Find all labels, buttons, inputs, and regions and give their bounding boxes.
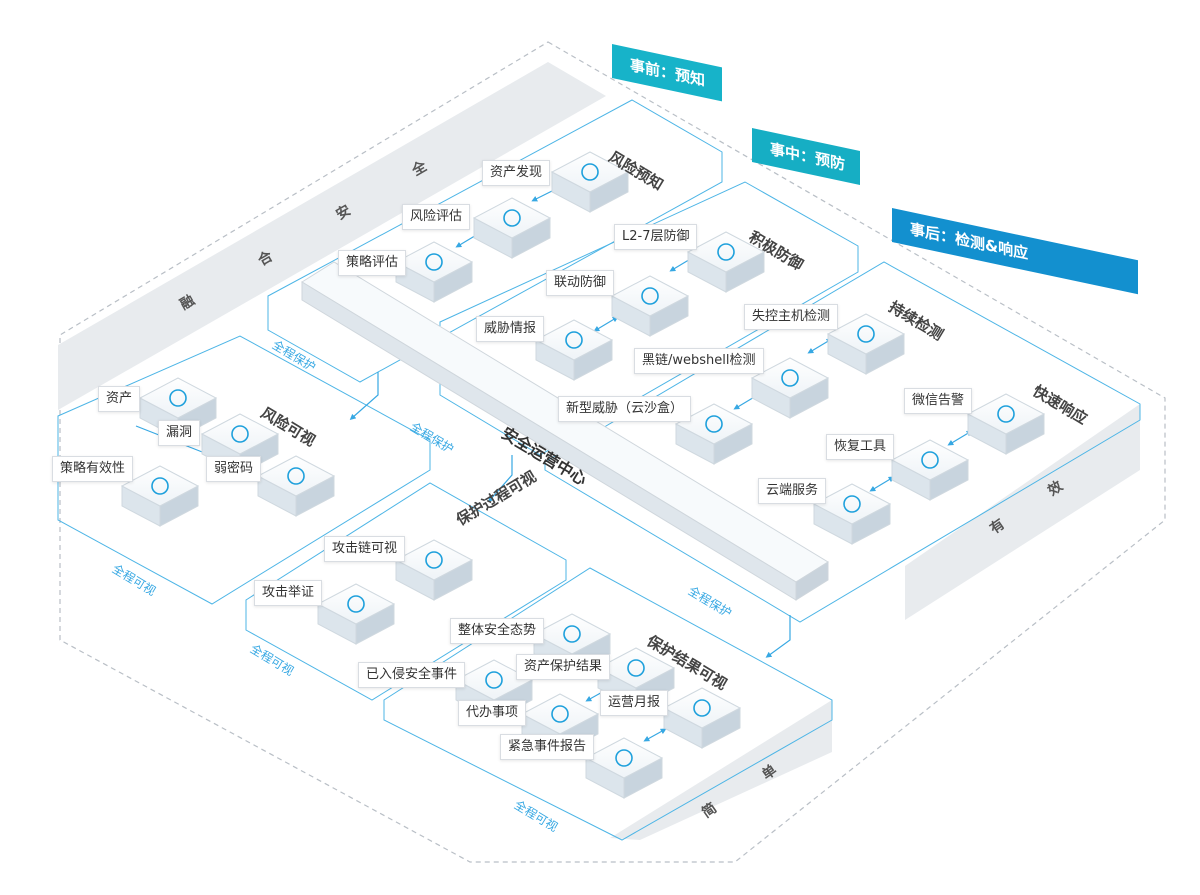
cube-monthly-report (662, 687, 742, 749)
threat-intel-icon (565, 331, 583, 349)
cube-attack-evidence (316, 583, 396, 645)
link-h (869, 476, 895, 492)
cube-weak-password (256, 455, 336, 517)
band-bottom (610, 700, 832, 840)
section-process-visible (245, 482, 567, 701)
webshell-icon (781, 369, 799, 387)
label-todo: 代办事项 (458, 700, 527, 726)
overall-posture-icon (563, 625, 581, 643)
weak-password-icon (287, 467, 305, 485)
cube-emergency-report (584, 737, 664, 799)
label-l2-7-defense: L2-7层防御 (614, 224, 698, 250)
label-intrusion-events: 已入侵安全事件 (358, 662, 466, 688)
link-e (807, 338, 833, 354)
cube-recovery-tool (890, 439, 970, 501)
cube-threat-intel (534, 319, 614, 381)
label-overall-posture: 整体安全态势 (450, 618, 545, 644)
section-risk-predict (267, 99, 723, 383)
cube-asset-discovery (550, 151, 630, 213)
label-asset: 资产 (98, 386, 141, 412)
flow-3 (765, 615, 791, 658)
policy-assessment-icon (425, 253, 443, 271)
recovery-tool-icon (921, 451, 939, 469)
flow-2 (488, 455, 513, 503)
cube-l2-7-defense (686, 231, 766, 293)
label-linked-defense: 联动防御 (546, 270, 615, 296)
label-attack-chain: 攻击链可视 (324, 536, 406, 562)
todo-icon (551, 705, 569, 723)
intrusion-events-icon (485, 671, 503, 689)
vulnerability-icon (231, 425, 249, 443)
label-weak-password: 弱密码 (206, 456, 262, 482)
asset-discovery-icon (581, 163, 599, 181)
cube-risk-assessment (472, 197, 552, 259)
compromised-host-icon (857, 325, 875, 343)
label-recovery-tool: 恢复工具 (826, 434, 895, 460)
cube-sandbox (674, 403, 754, 465)
label-sandbox: 新型威胁（云沙盒） (558, 396, 692, 422)
link-g (947, 430, 973, 446)
label-compromised-host: 失控主机检测 (744, 304, 839, 330)
linked-defense-icon (641, 287, 659, 305)
label-threat-intel: 威胁情报 (476, 316, 545, 342)
cube-compromised-host (826, 313, 906, 375)
attack-evidence-icon (347, 595, 365, 613)
label-risk-assessment: 风险评估 (402, 204, 471, 230)
risk-assessment-icon (503, 209, 521, 227)
label-policy-assessment: 策略评估 (338, 250, 407, 276)
label-cloud-service: 云端服务 (758, 478, 827, 504)
policy-effectiveness-icon (151, 477, 169, 495)
wechat-alert-icon (997, 405, 1015, 423)
cube-wechat-alert (966, 393, 1046, 455)
link-d (593, 316, 619, 332)
section-active-defense (439, 181, 859, 456)
cube-policy-assessment (394, 241, 474, 303)
label-wechat-alert: 微信告警 (904, 388, 973, 414)
section-risk-visible (57, 335, 431, 605)
label-asset-protection: 资产保护结果 (516, 654, 611, 680)
cube-webshell (750, 357, 830, 419)
link-l (643, 728, 667, 742)
band-left (58, 62, 606, 410)
cube-linked-defense (610, 275, 690, 337)
label-monthly-report: 运营月报 (600, 690, 669, 716)
label-asset-discovery: 资产发现 (482, 160, 551, 186)
cube-cloud-service (812, 483, 892, 545)
l2-7-defense-icon (717, 243, 735, 261)
soc-bar-right (795, 561, 829, 601)
cloud-service-icon (843, 495, 861, 513)
flow-1 (349, 372, 379, 420)
cube-policy-effectiveness (120, 465, 200, 527)
attack-chain-icon (425, 551, 443, 569)
asset-icon (169, 389, 187, 407)
monthly-report-icon (693, 699, 711, 717)
section-result-visible (383, 567, 833, 841)
label-policy-effectiveness: 策略有效性 (52, 456, 134, 482)
band-right (905, 404, 1140, 620)
asset-protection-icon (627, 659, 645, 677)
sandbox-icon (705, 415, 723, 433)
label-attack-evidence: 攻击举证 (254, 580, 323, 606)
cube-attack-chain (394, 539, 474, 601)
label-vulnerability: 漏洞 (158, 420, 201, 446)
label-webshell: 黑链/webshell检测 (634, 348, 764, 374)
emergency-report-icon (615, 749, 633, 767)
label-emergency-report: 紧急事件报告 (500, 734, 595, 760)
section-after (544, 261, 1141, 623)
